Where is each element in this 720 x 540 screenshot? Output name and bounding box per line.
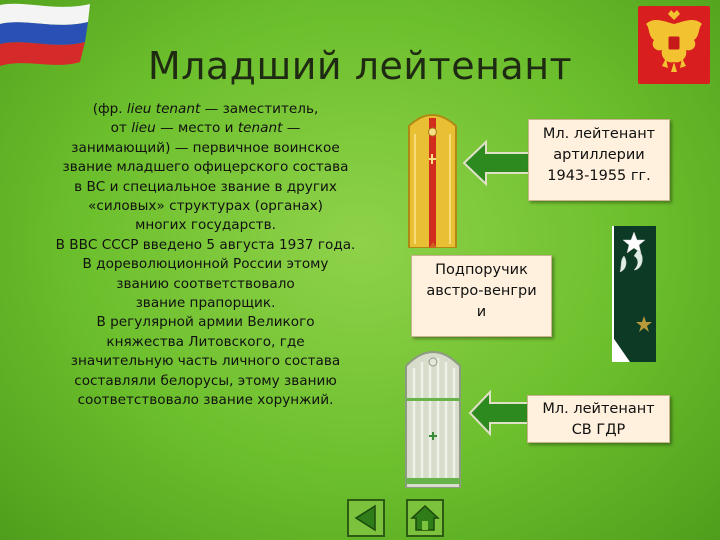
arrow-to-gdr-icon [468,389,529,437]
coat-of-arms-icon [638,6,710,84]
slide-title: Младший лейтенант [147,44,573,88]
collar-patch-austria-image [612,226,656,362]
arrow-to-artillery-icon [462,139,531,187]
back-arrow-icon[interactable] [347,499,385,537]
caption-austria-hungary: Подпоручик австро-венгри и [411,255,552,337]
home-icon[interactable] [406,499,444,537]
shoulder-strap-gdr-image [405,351,461,488]
russian-flag-icon [0,3,90,66]
shoulder-strap-artillery-image [408,114,457,248]
body-text: (фр. lieu tenant — заместитель, от lieu … [55,101,356,409]
caption-gdr: Мл. лейтенант СВ ГДР [527,395,670,443]
caption-artillery: Мл. лейтенант артиллерии 1943-1955 гг. [528,119,670,201]
